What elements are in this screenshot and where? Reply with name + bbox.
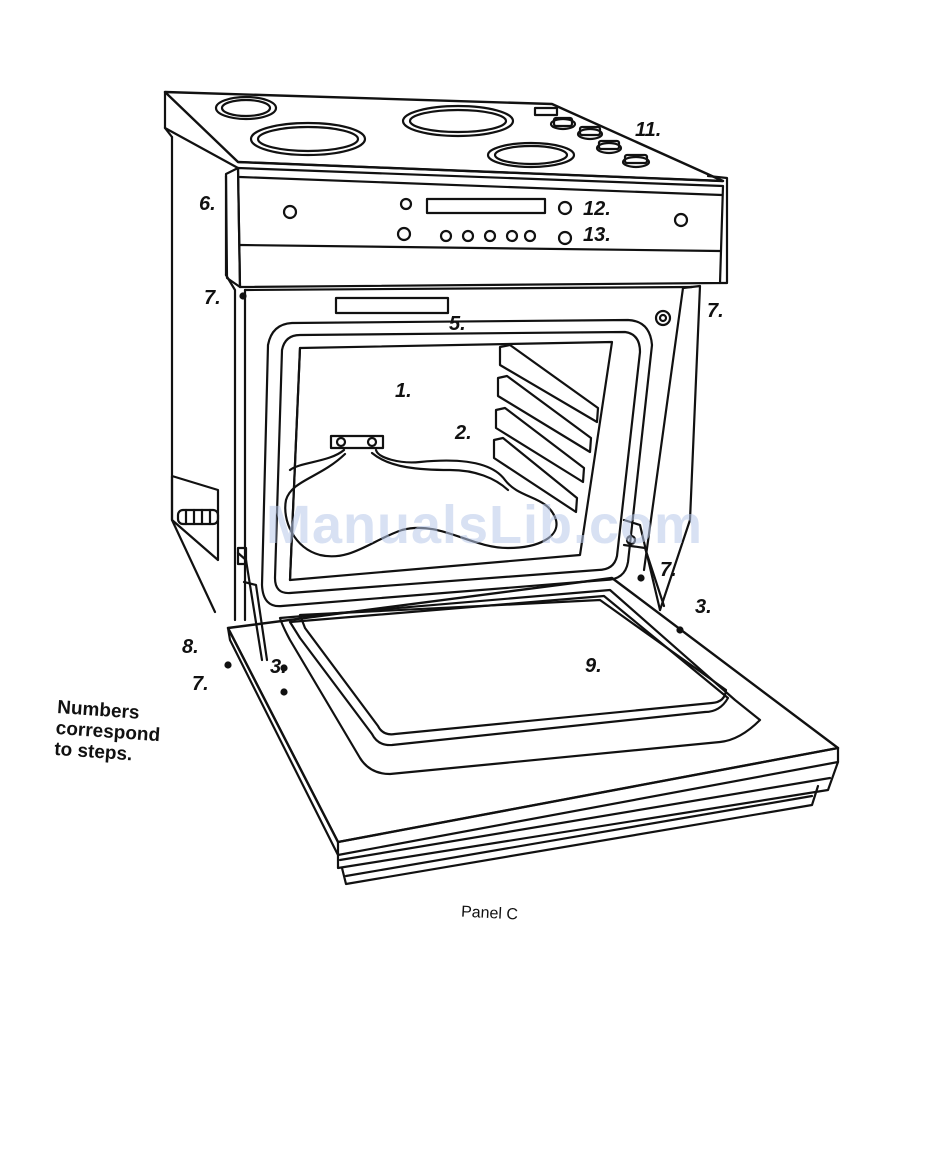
- callout-11: 11.: [635, 119, 661, 142]
- callout-13: 13.: [583, 224, 611, 247]
- burner-rear-left: [216, 97, 276, 119]
- callout-7-lower-left: 7.: [192, 673, 209, 696]
- callout-6: 6.: [199, 193, 216, 216]
- callout-1: 1.: [395, 380, 412, 403]
- callout-9: 9.: [585, 655, 602, 678]
- callout-8: 8.: [182, 636, 199, 659]
- callout-7-upper-left: 7.: [204, 287, 221, 310]
- hinge-left-bracket: [172, 476, 218, 560]
- burner-rear-right: [403, 106, 513, 136]
- control-panel: [226, 168, 727, 287]
- callout-7-lower-right: 7.: [660, 559, 677, 582]
- steps-note: Numbers correspond to steps.: [54, 697, 163, 767]
- oven-cavity: [262, 320, 652, 606]
- burner-front-right: [488, 143, 574, 167]
- oven-door: [226, 578, 839, 884]
- cooktop-knobs: [535, 108, 649, 167]
- burner-front-left: [251, 123, 365, 155]
- callout-5: 5.: [449, 313, 466, 336]
- callout-12: 12.: [583, 198, 611, 221]
- callout-3-right: 3.: [695, 596, 712, 619]
- callout-7-upper-right: 7.: [707, 300, 724, 323]
- watermark: ManualsLib.com: [266, 494, 703, 556]
- panel-caption: Panel C: [461, 904, 519, 925]
- callout-2: 2.: [455, 422, 472, 445]
- rack-supports: [494, 345, 598, 512]
- callout-3-left: 3.: [270, 656, 287, 679]
